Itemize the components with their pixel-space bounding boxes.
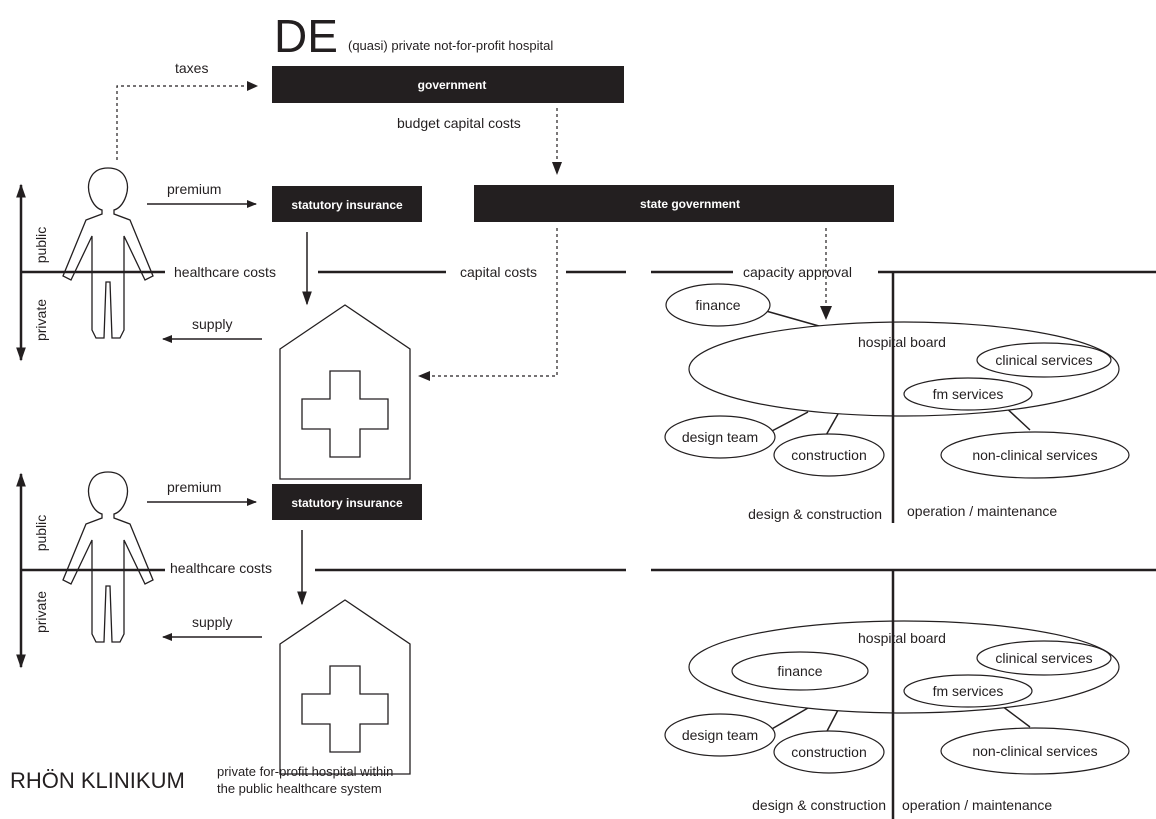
- hospital-board-label-top: hospital board: [858, 334, 946, 350]
- footer-subtitle-line1: private for-profit hospital within: [217, 764, 393, 779]
- footer-subtitle-line2: the public healthcare system: [217, 781, 382, 796]
- construction-connector-top: [824, 413, 839, 438]
- private-label-top: private: [33, 299, 49, 341]
- clinical-services-ellipse-bottom: [976, 640, 1112, 676]
- hospital-board-label-bottom: hospital board: [858, 630, 946, 646]
- design-team-connector-bottom: [769, 707, 809, 731]
- healthcare-costs-label-bottom: healthcare costs: [170, 560, 272, 576]
- premium-label-top: premium: [167, 181, 221, 197]
- supply-label-bottom: supply: [192, 614, 232, 630]
- hospital-icon-bottom: [279, 599, 411, 775]
- supply-label-top: supply: [192, 316, 232, 332]
- statutory-insurance-label-bottom: statutory insurance: [291, 496, 403, 510]
- country-code: DE: [274, 10, 338, 62]
- private-label-bottom: private: [33, 591, 49, 633]
- operation-maintenance-label-bottom: operation / maintenance: [902, 797, 1052, 813]
- public-label-bottom: public: [33, 515, 49, 552]
- taxes-label: taxes: [175, 60, 208, 76]
- hospital-icon-top: [279, 304, 411, 480]
- construction-label-top: construction: [791, 447, 866, 463]
- fm-services-label-bottom: fm services: [933, 683, 1004, 699]
- statutory-insurance-box-top: [272, 186, 422, 222]
- header-subtitle: (quasi) private not-for-profit hospital: [348, 38, 553, 53]
- statutory-insurance-label-top: statutory insurance: [291, 198, 403, 212]
- finance-label-bottom: finance: [777, 663, 822, 679]
- fm-services-ellipse-top: [903, 377, 1033, 411]
- state-government-label: state government: [640, 197, 740, 211]
- government-box: [272, 66, 624, 103]
- government-label: government: [418, 78, 487, 92]
- finance-ellipse-top: [665, 283, 771, 327]
- premium-label-bottom: premium: [167, 479, 221, 495]
- design-team-ellipse-bottom: [664, 713, 776, 757]
- design-team-ellipse-top: [664, 415, 776, 459]
- budget-capital-costs-label: budget capital costs: [397, 115, 521, 131]
- design-construction-label-top: design & construction: [748, 506, 882, 522]
- capacity-approval-label: capacity approval: [743, 264, 852, 280]
- clinical-services-label-bottom: clinical services: [995, 650, 1092, 666]
- non-clinical-services-label-top: non-clinical services: [972, 447, 1097, 463]
- budget-arrowhead: [552, 162, 562, 175]
- fm-services-ellipse-bottom: [903, 674, 1033, 708]
- non-clinical-services-ellipse-bottom: [940, 727, 1130, 775]
- non-clinical-services-ellipse-top: [940, 431, 1130, 479]
- capacity-approval-arrowhead: [820, 306, 832, 320]
- non-clinical-connector-bottom: [1001, 705, 1031, 728]
- healthcare-costs-label-top: healthcare costs: [174, 264, 276, 280]
- footer-name: RHÖN KLINIKUM: [10, 768, 185, 793]
- capital-costs-arrowhead: [418, 371, 430, 381]
- design-team-label-bottom: design team: [682, 727, 758, 743]
- taxes-arrow: [116, 85, 255, 160]
- person-icon-bottom: [62, 471, 154, 643]
- capital-costs-arrow: [428, 228, 558, 377]
- design-construction-label-bottom: design & construction: [752, 797, 886, 813]
- design-team-label-top: design team: [682, 429, 758, 445]
- taxes-arrowhead: [247, 81, 258, 91]
- statutory-insurance-box-bottom: [272, 484, 422, 520]
- construction-ellipse-top: [773, 433, 885, 477]
- design-team-connector-top: [769, 411, 809, 433]
- clinical-services-label-top: clinical services: [995, 352, 1092, 368]
- construction-label-bottom: construction: [791, 744, 866, 760]
- construction-ellipse-bottom: [773, 730, 885, 774]
- capital-costs-label: capital costs: [460, 264, 537, 280]
- non-clinical-services-label-bottom: non-clinical services: [972, 743, 1097, 759]
- fm-services-label-top: fm services: [933, 386, 1004, 402]
- finance-connector-top: [765, 310, 827, 329]
- operation-maintenance-label-top: operation / maintenance: [907, 503, 1057, 519]
- public-label-top: public: [33, 227, 49, 264]
- state-government-box: [474, 185, 894, 222]
- finance-ellipse-bottom: [731, 651, 869, 691]
- person-icon-top: [62, 167, 154, 339]
- clinical-services-ellipse-top: [976, 342, 1112, 378]
- finance-label-top: finance: [695, 297, 740, 313]
